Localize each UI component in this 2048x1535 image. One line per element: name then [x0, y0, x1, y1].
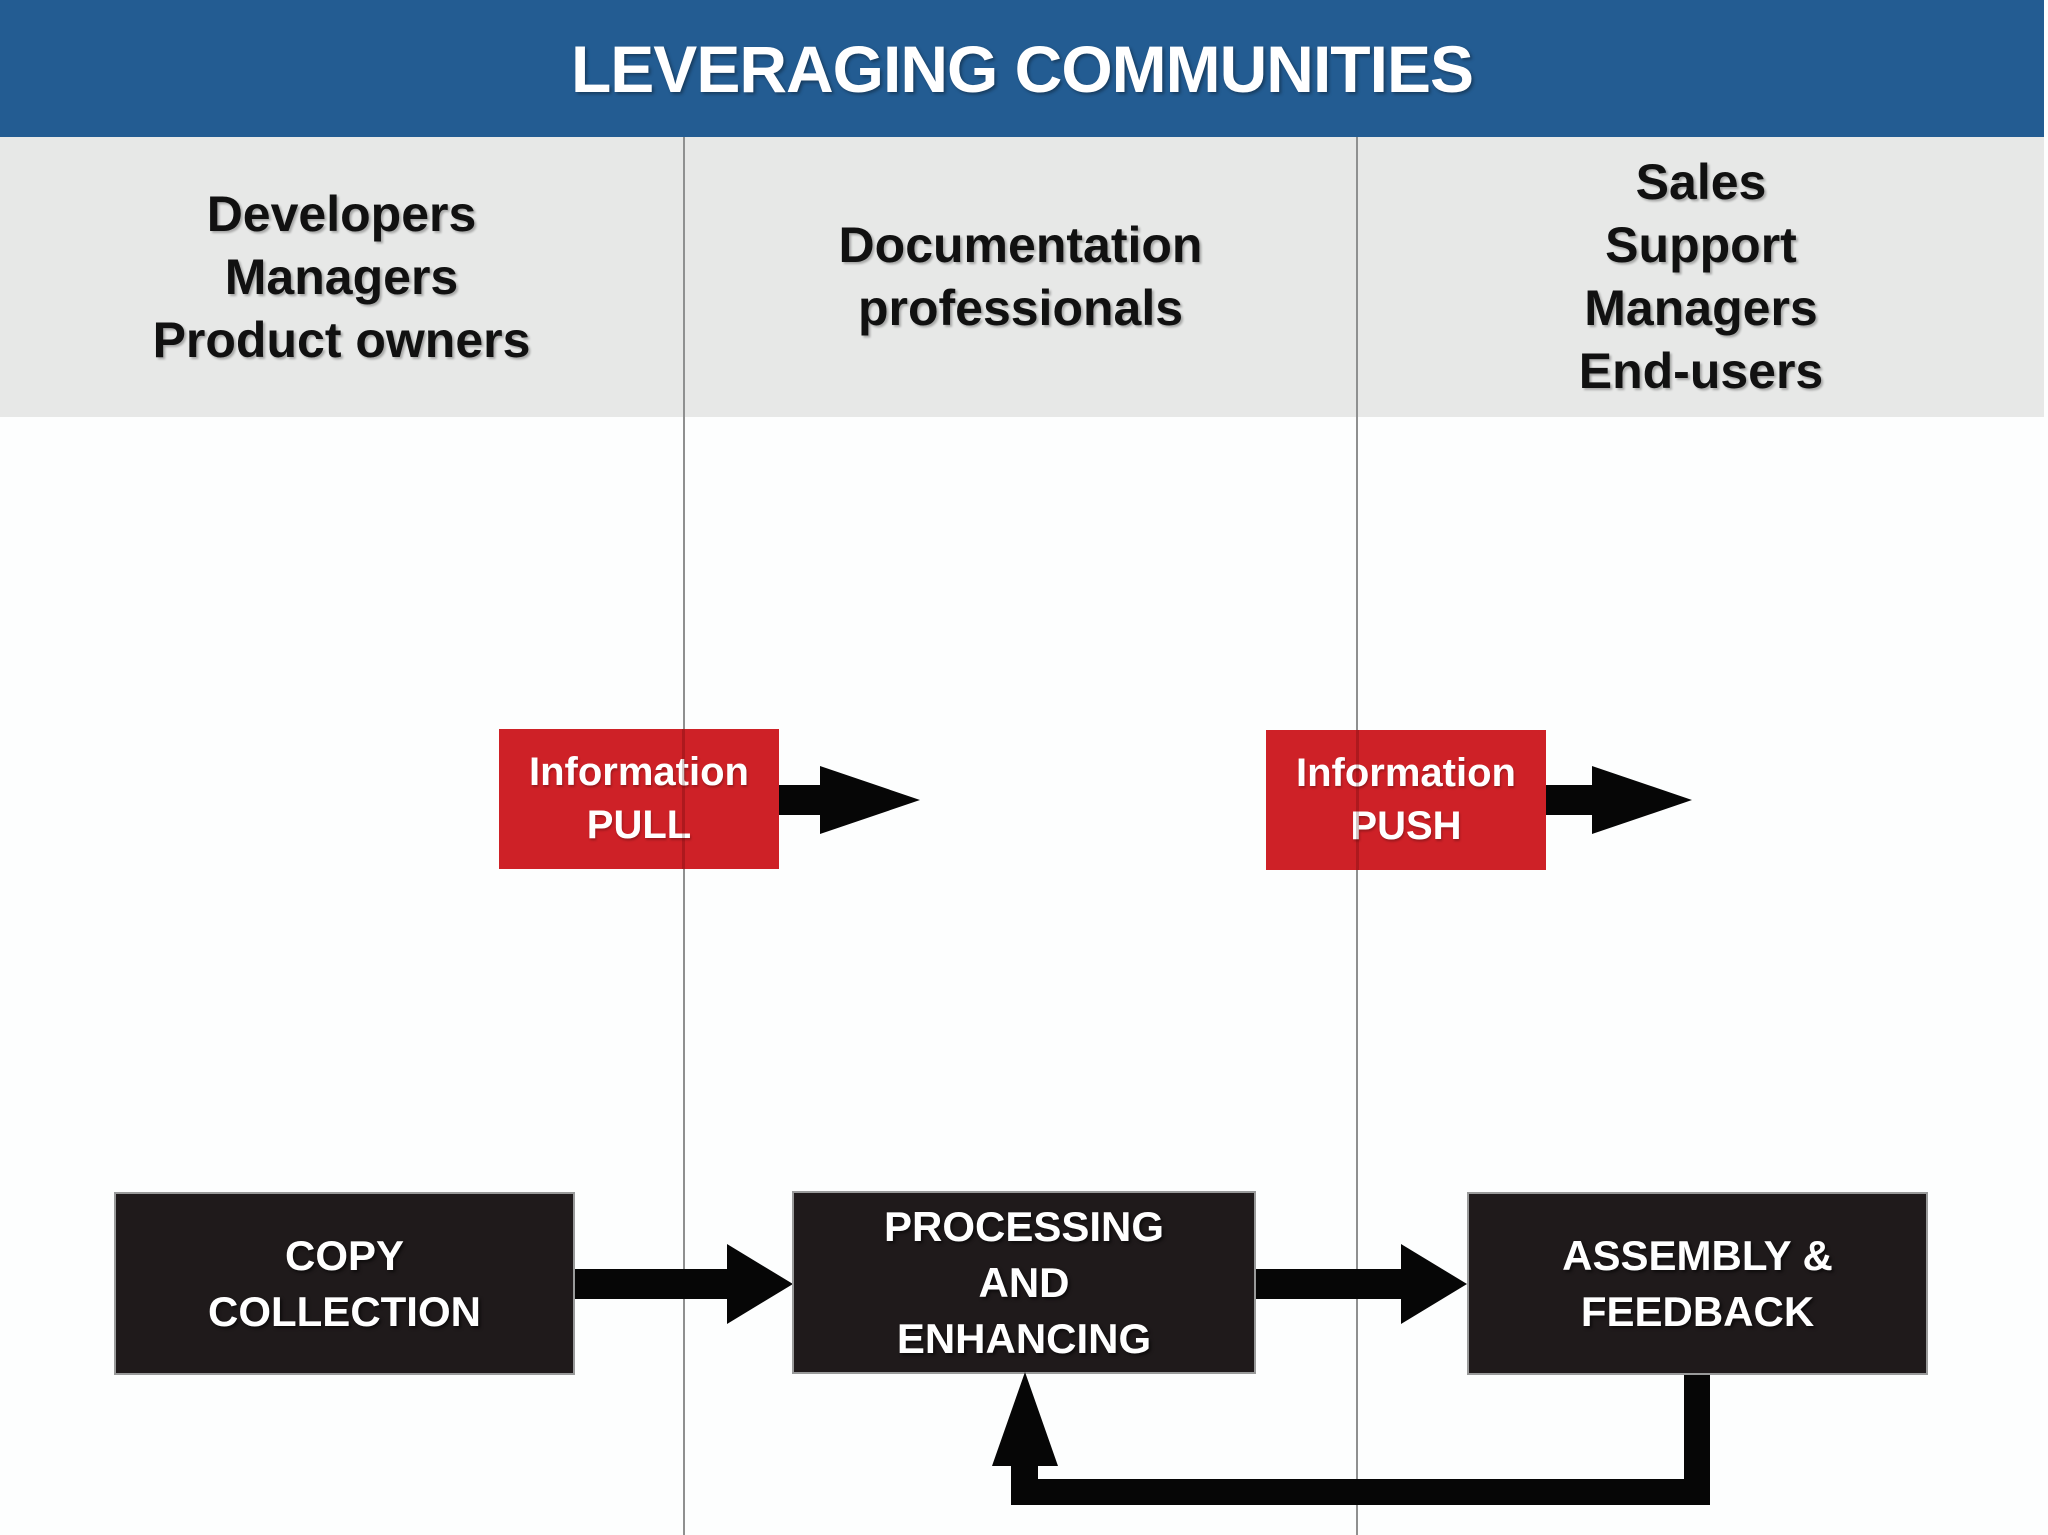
- copy-collection-label: COLLECTION: [208, 1287, 481, 1335]
- column-header-documentation: Documentation professionals: [685, 137, 1356, 417]
- information-pull-arrow-shaft: [779, 785, 823, 815]
- assembly-feedback-label: ASSEMBLY &: [1562, 1231, 1833, 1279]
- processing-enhancing-label: ENHANCING: [896, 1314, 1152, 1362]
- assembly-feedback-label: FEEDBACK: [1580, 1287, 1815, 1335]
- information-pull-label: PULL: [586, 803, 692, 847]
- processing-enhancing-label: AND: [978, 1258, 1070, 1306]
- copy-collection-label: COPY: [284, 1231, 405, 1279]
- copy-to-processing-arrow-shaft: [575, 1269, 728, 1299]
- column-header-line: Support: [1605, 217, 1797, 273]
- feedback-loop-bottom-segment: [1011, 1479, 1710, 1505]
- information-push-box: Information PUSH: [1266, 730, 1546, 870]
- feedback-loop-arrow-head: [992, 1372, 1058, 1466]
- column-header-line: Developers: [206, 185, 477, 242]
- copy-to-processing-arrow-head: [727, 1244, 793, 1324]
- processing-to-assembly-arrow-shaft: [1256, 1269, 1402, 1299]
- title-banner: LEVERAGING COMMUNITIES: [0, 0, 2044, 137]
- column-header-line: Managers: [224, 248, 459, 305]
- feedback-loop-up-segment: [1011, 1462, 1038, 1492]
- divider-overlay: [1356, 730, 1359, 870]
- information-pull-box: Information PULL: [499, 729, 779, 869]
- page-title: LEVERAGING COMMUNITIES: [570, 31, 1474, 106]
- information-push-arrow-shaft: [1546, 785, 1594, 815]
- column-header-developers: Developers Managers Product owners: [0, 137, 683, 417]
- processing-enhancing-label: PROCESSING: [883, 1202, 1165, 1250]
- information-pull-label: Information: [529, 750, 749, 794]
- processing-enhancing-box: PROCESSING AND ENHANCING: [792, 1191, 1256, 1374]
- copy-collection-box: COPY COLLECTION: [114, 1192, 575, 1375]
- column-header-line: Sales: [1635, 154, 1767, 210]
- column-header-line: Documentation: [838, 217, 1203, 273]
- column-header-sales: Sales Support Managers End-users: [1358, 137, 2044, 417]
- column-header-band: [0, 137, 2044, 417]
- column-header-line: Managers: [1584, 280, 1818, 336]
- column-header-line: professionals: [857, 280, 1184, 336]
- divider-overlay: [682, 729, 685, 869]
- column-header-line: End-users: [1578, 343, 1824, 399]
- information-push-label: PUSH: [1350, 804, 1462, 848]
- assembly-feedback-box: ASSEMBLY & FEEDBACK: [1467, 1192, 1928, 1375]
- information-push-arrow-head: [1592, 766, 1692, 834]
- column-header-line: Product owners: [152, 311, 531, 368]
- information-pull-arrow-head: [820, 766, 920, 834]
- processing-to-assembly-arrow-head: [1401, 1244, 1467, 1324]
- information-push-label: Information: [1296, 751, 1516, 795]
